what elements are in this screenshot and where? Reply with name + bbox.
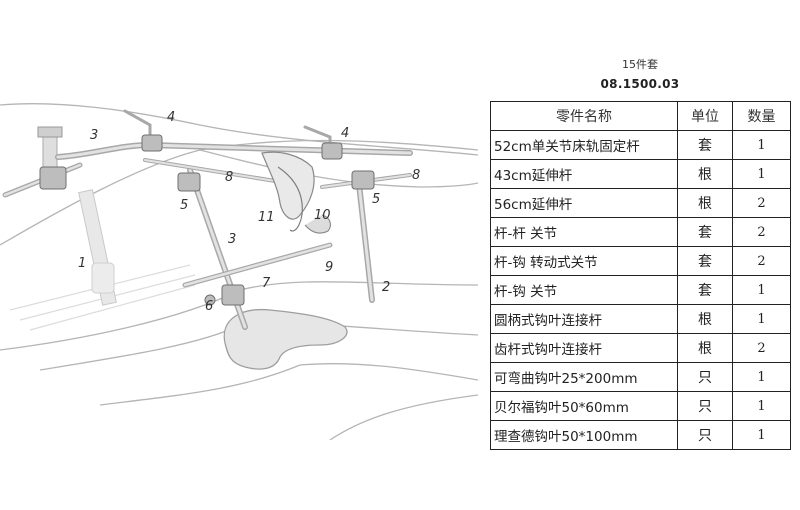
part-unit: 只 xyxy=(677,391,733,421)
part-quantity: 1 xyxy=(732,362,791,392)
table-header-row: 零件名称 单位 数量 xyxy=(490,101,791,131)
part-name: 圆柄式钩叶连接杆 xyxy=(490,304,678,334)
part-name: 理查德钩叶50*100mm xyxy=(490,420,678,450)
part-unit: 根 xyxy=(677,333,733,363)
callout-5b: 5 xyxy=(372,192,380,207)
surgical-site xyxy=(223,308,348,370)
part-unit: 根 xyxy=(677,159,733,189)
callout-7: 7 xyxy=(262,276,271,291)
part-unit: 只 xyxy=(677,362,733,392)
part-quantity: 2 xyxy=(732,217,791,247)
callout-4b: 4 xyxy=(341,126,349,141)
part-name: 43cm延伸杆 xyxy=(490,159,678,189)
kit-code: 08.1500.03 xyxy=(600,77,680,91)
part-unit: 套 xyxy=(677,246,733,276)
callout-3b: 3 xyxy=(228,232,236,247)
part-name: 齿杆式钩叶连接杆 xyxy=(490,333,678,363)
rail-fixing-rod xyxy=(37,126,117,306)
part-unit: 套 xyxy=(677,275,733,305)
part-unit: 套 xyxy=(677,130,733,160)
header-part-name: 零件名称 xyxy=(490,101,678,131)
callout-4a: 4 xyxy=(167,110,175,125)
part-quantity: 1 xyxy=(732,130,791,160)
part-name: 贝尔福钩叶50*60mm xyxy=(490,391,678,421)
callout-8b: 8 xyxy=(412,168,420,183)
part-unit: 只 xyxy=(677,420,733,450)
part-name: 可弯曲钩叶25*200mm xyxy=(490,362,678,392)
part-unit: 套 xyxy=(677,217,733,247)
retractor-blades xyxy=(261,151,331,234)
callout-labels: 1 2 3 3 4 4 5 5 6 7 8 8 9 10 11 xyxy=(78,110,420,314)
part-quantity: 1 xyxy=(732,391,791,421)
part-name: 杆-钩 关节 xyxy=(490,275,678,305)
retractor-assembly-illustration: 1 2 3 3 4 4 5 5 6 7 8 8 9 10 11 xyxy=(0,103,478,440)
joints xyxy=(39,134,375,306)
callout-10: 10 xyxy=(314,208,331,223)
kit-name: 15件套 xyxy=(622,58,658,71)
part-quantity: 2 xyxy=(732,246,791,276)
part-unit: 根 xyxy=(677,188,733,218)
part-unit: 根 xyxy=(677,304,733,334)
callout-6: 6 xyxy=(205,299,213,314)
part-quantity: 2 xyxy=(732,188,791,218)
part-name: 杆-杆 关节 xyxy=(490,217,678,247)
callout-2: 2 xyxy=(382,280,390,295)
callout-3a: 3 xyxy=(90,128,98,143)
callout-5a: 5 xyxy=(180,198,188,213)
part-quantity: 1 xyxy=(732,275,791,305)
callout-1: 1 xyxy=(78,256,86,271)
part-quantity: 1 xyxy=(732,420,791,450)
part-quantity: 2 xyxy=(732,333,791,363)
header-quantity: 数量 xyxy=(732,101,791,131)
part-quantity: 1 xyxy=(732,159,791,189)
part-name: 杆-钩 转动式关节 xyxy=(490,246,678,276)
part-quantity: 1 xyxy=(732,304,791,334)
callout-11: 11 xyxy=(258,210,275,225)
callout-8a: 8 xyxy=(225,170,233,185)
header-unit: 单位 xyxy=(677,101,733,131)
callout-9: 9 xyxy=(325,260,333,275)
part-name: 52cm单关节床轨固定杆 xyxy=(490,130,678,160)
part-name: 56cm延伸杆 xyxy=(490,188,678,218)
rods xyxy=(2,109,413,330)
